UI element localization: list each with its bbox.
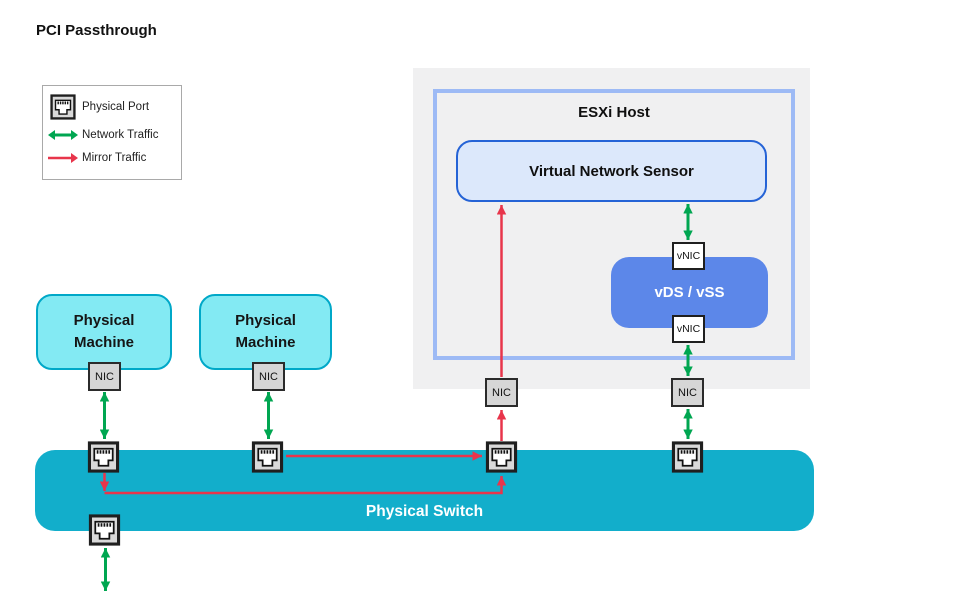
ethernet-port-icon-4 xyxy=(671,441,704,473)
esxi-host-background xyxy=(413,68,810,389)
legend-label-physical-port: Physical Port xyxy=(82,101,150,113)
page-title: PCI Passthrough xyxy=(36,22,157,39)
legend-item-physical-port: Physical Port xyxy=(43,94,181,120)
vnic-bottom-label: vNIC xyxy=(676,323,701,335)
vnic-top-box: vNIC xyxy=(672,242,705,270)
legend-label-mirror-traffic: Mirror Traffic xyxy=(82,152,147,164)
physical-port-icon xyxy=(48,94,78,120)
physical-machine-1: Physical Machine xyxy=(36,294,172,370)
physical-machine-1-label-line2: Machine xyxy=(73,334,134,351)
esxi-host-title: ESXi Host xyxy=(578,104,650,121)
physical-machine-2-label-line1: Physical xyxy=(235,312,296,330)
mirror-traffic-arrow-icon xyxy=(48,145,78,171)
nic-machine-2: NIC xyxy=(252,362,285,391)
nic-sensor: NIC xyxy=(485,378,518,407)
ethernet-port-icon-1 xyxy=(87,441,120,473)
legend-item-network-traffic: Network Traffic xyxy=(43,122,181,148)
vnic-top-label: vNIC xyxy=(676,250,701,262)
vnic-bottom-box: vNIC xyxy=(672,315,705,343)
ethernet-port-icon-3 xyxy=(485,441,518,473)
vds-vss-label: vDS / vSS xyxy=(654,284,725,301)
nic-vds-label: NIC xyxy=(678,386,697,399)
ethernet-port-icon-2 xyxy=(251,441,284,473)
ethernet-port-icon-5 xyxy=(88,514,121,546)
esxi-host-box xyxy=(433,89,795,360)
nic-machine-1-label: NIC xyxy=(95,370,114,383)
nic-sensor-label: NIC xyxy=(492,386,511,399)
physical-switch-label: Physical Switch xyxy=(365,503,484,520)
virtual-network-sensor-label: Virtual Network Sensor xyxy=(529,162,694,180)
nic-machine-2-label: NIC xyxy=(259,370,278,383)
legend-item-mirror-traffic: Mirror Traffic xyxy=(43,145,181,171)
nic-machine-1: NIC xyxy=(88,362,121,391)
nic-vds: NIC xyxy=(671,378,704,407)
legend: Physical Port Network Traffic Mirror Tra… xyxy=(42,85,182,180)
network-traffic-arrow-icon xyxy=(48,122,78,148)
physical-machine-2: Physical Machine xyxy=(199,294,332,370)
legend-label-network-traffic: Network Traffic xyxy=(82,129,159,141)
virtual-network-sensor-box: Virtual Network Sensor xyxy=(456,140,767,202)
physical-machine-2-label-line2: Machine xyxy=(235,334,296,351)
physical-machine-1-label-line1: Physical xyxy=(73,312,135,330)
